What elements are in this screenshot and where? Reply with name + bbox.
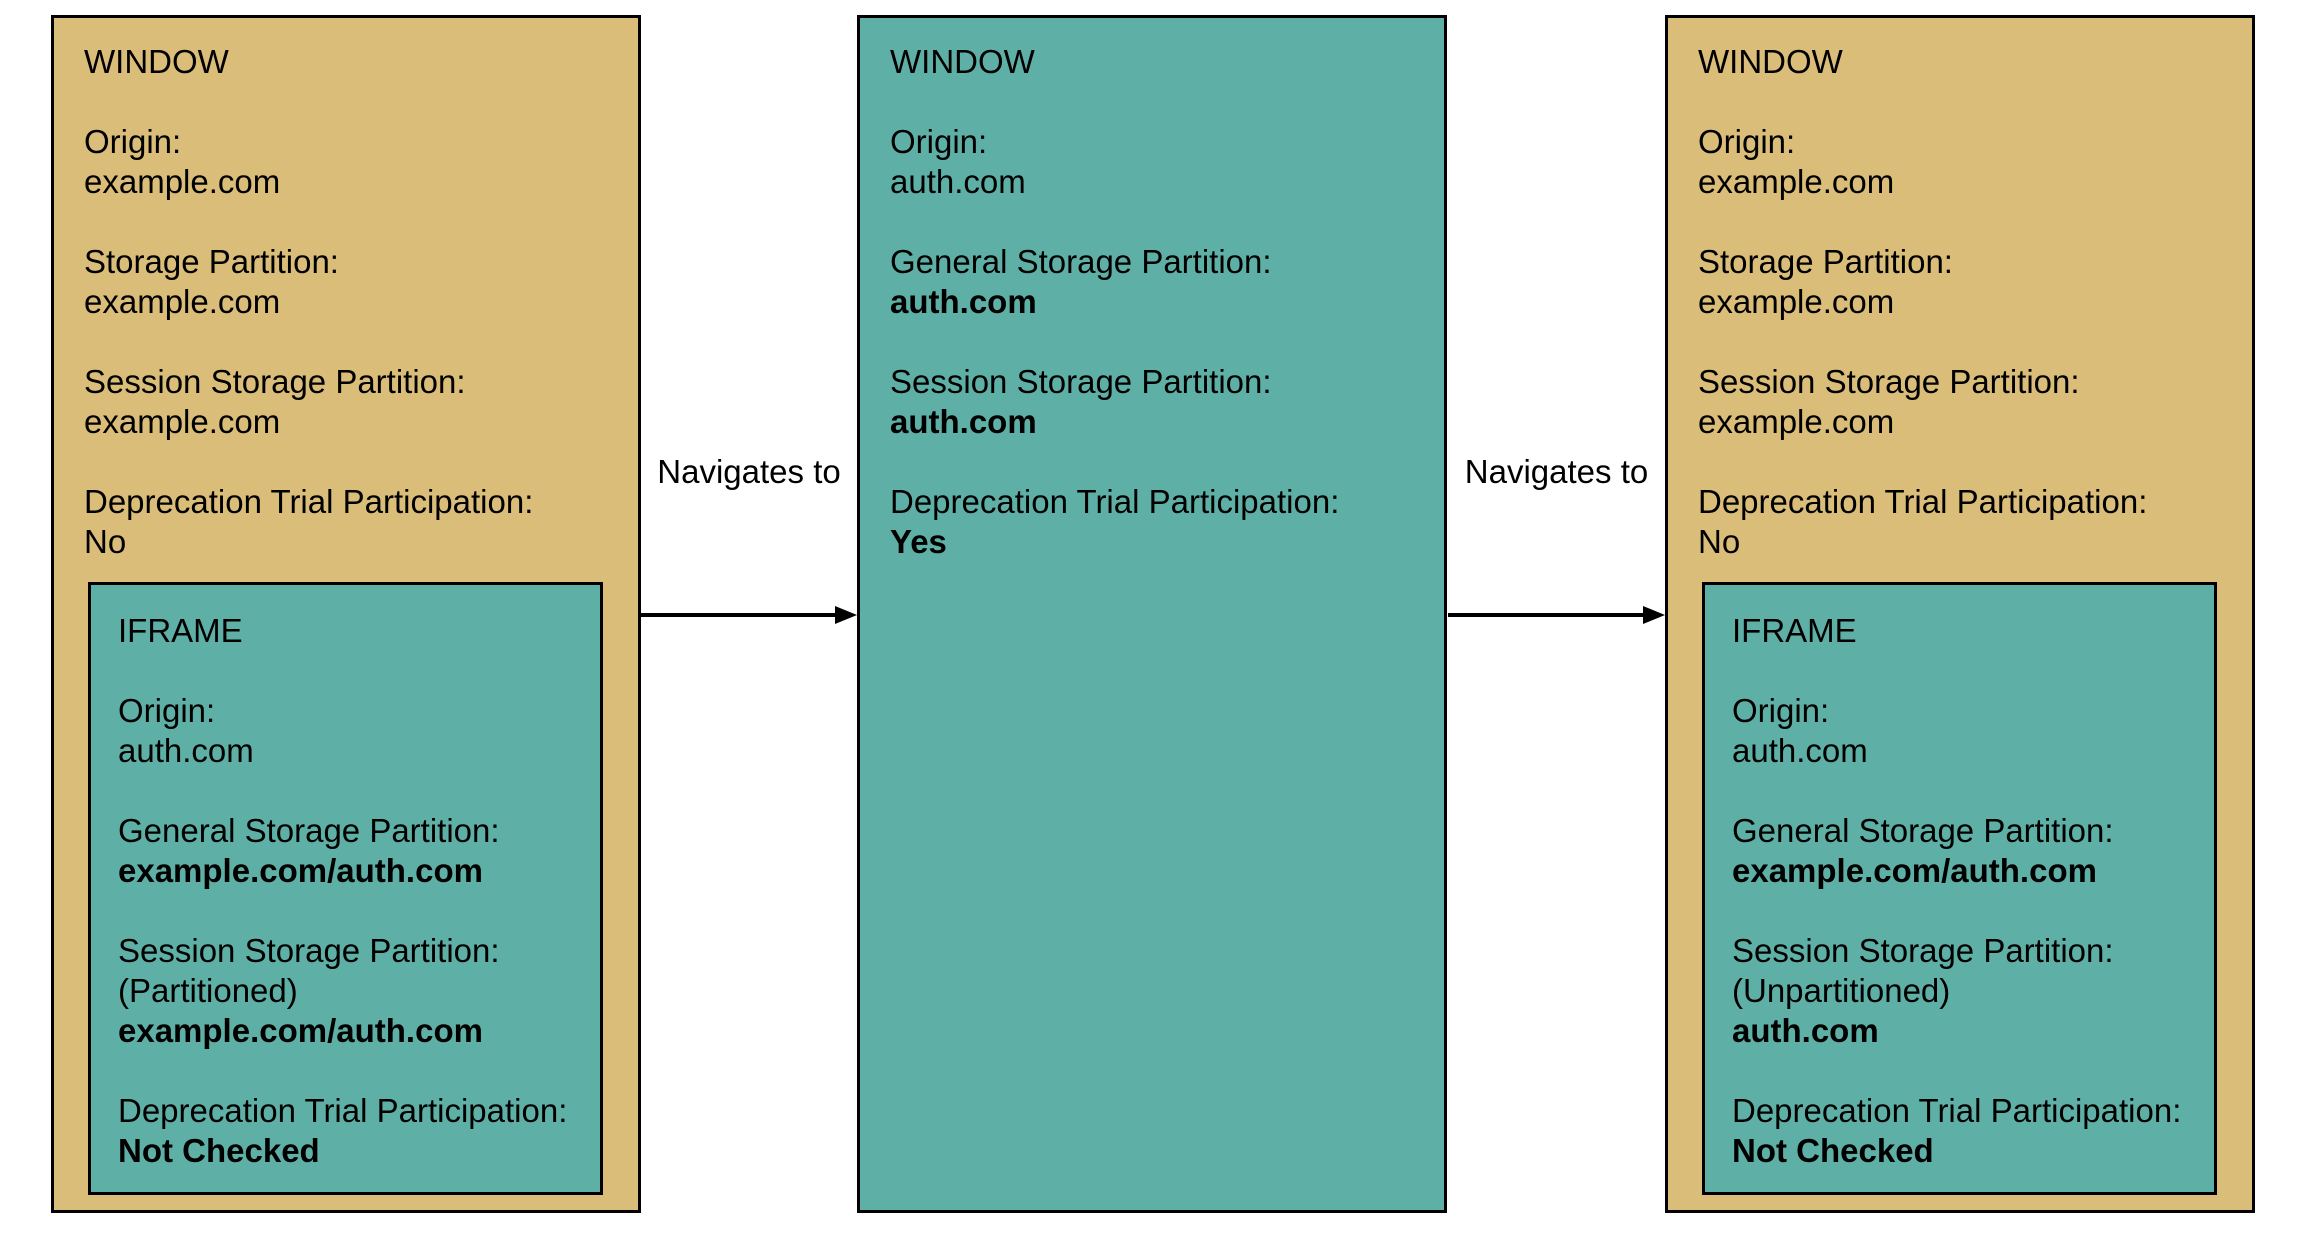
field-storage-partition: Storage Partition: example.com (84, 242, 610, 322)
field-label: General Storage Partition: (890, 243, 1272, 280)
field-label: Deprecation Trial Participation: (1732, 1092, 2182, 1129)
field-value: Yes (890, 523, 947, 560)
field-label: Origin: (84, 123, 182, 160)
field-origin: Origin: auth.com (890, 122, 1416, 202)
field-session-storage-partition: Session Storage Partition: example.com (84, 362, 610, 442)
field-deprecation-trial: Deprecation Trial Participation: No (1698, 482, 2224, 562)
field-general-storage-partition: General Storage Partition: auth.com (890, 242, 1416, 322)
field-value: auth.com (1732, 732, 1868, 769)
navigates-to-label-1: Navigates to (657, 453, 841, 490)
field-label: Storage Partition: (1698, 243, 1953, 280)
field-origin: Origin: auth.com (118, 691, 576, 771)
field-label: Deprecation Trial Participation: (890, 483, 1340, 520)
field-label: Storage Partition: (84, 243, 339, 280)
field-value: example.com (84, 163, 281, 200)
field-general-storage-partition: General Storage Partition: example.com/a… (1732, 811, 2190, 891)
field-value: auth.com (1732, 1012, 1879, 1049)
field-origin: Origin: example.com (1698, 122, 2224, 202)
field-value: No (1698, 523, 1741, 560)
field-value: example.com (84, 283, 281, 320)
field-label: Session Storage Partition: (84, 363, 466, 400)
field-label: Origin: (118, 692, 216, 729)
arrow-right-icon (835, 606, 857, 624)
iframe-box-2: IFRAME Origin: auth.com General Storage … (1702, 582, 2217, 1195)
iframe-title: IFRAME (1732, 612, 1857, 649)
field-value: example.com (1698, 403, 1895, 440)
field-value: example.com (1698, 163, 1895, 200)
field-value: auth.com (890, 163, 1026, 200)
field-label: Session Storage Partition: (118, 932, 500, 969)
field-value: Not Checked (118, 1132, 320, 1169)
field-label: General Storage Partition: (1732, 812, 2114, 849)
field-value: No (84, 523, 127, 560)
field-note: (Unpartitioned) (1732, 972, 1951, 1009)
field-label: Deprecation Trial Participation: (118, 1092, 568, 1129)
field-deprecation-trial: Deprecation Trial Participation: Not Che… (118, 1091, 576, 1171)
field-origin: Origin: auth.com (1732, 691, 2190, 771)
navigates-to-label-2: Navigates to (1464, 453, 1649, 490)
window-title: WINDOW (84, 43, 229, 80)
field-value: example.com/auth.com (118, 1012, 483, 1049)
field-general-storage-partition: General Storage Partition: example.com/a… (118, 811, 576, 891)
field-label: Deprecation Trial Participation: (1698, 483, 2148, 520)
arrow-right-icon (1643, 606, 1665, 624)
field-session-storage-partition: Session Storage Partition: (Unpartitione… (1732, 931, 2190, 1051)
field-value: example.com/auth.com (118, 852, 483, 889)
field-label: Origin: (1698, 123, 1796, 160)
field-label: Session Storage Partition: (1698, 363, 2080, 400)
window-box-2: WINDOW Origin: auth.com General Storage … (857, 15, 1447, 1213)
field-value: example.com (1698, 283, 1895, 320)
field-value: example.com (84, 403, 281, 440)
window-box-1: WINDOW Origin: example.com Storage Parti… (51, 15, 641, 1213)
field-label: Session Storage Partition: (1732, 932, 2114, 969)
window-title: WINDOW (890, 43, 1035, 80)
field-deprecation-trial: Deprecation Trial Participation: Not Che… (1732, 1091, 2190, 1171)
field-storage-partition: Storage Partition: example.com (1698, 242, 2224, 322)
field-session-storage-partition: Session Storage Partition: (Partitioned)… (118, 931, 576, 1051)
field-value: auth.com (890, 403, 1037, 440)
iframe-title: IFRAME (118, 612, 243, 649)
window-box-3: WINDOW Origin: example.com Storage Parti… (1665, 15, 2255, 1213)
field-origin: Origin: example.com (84, 122, 610, 202)
field-label: General Storage Partition: (118, 812, 500, 849)
field-deprecation-trial: Deprecation Trial Participation: Yes (890, 482, 1416, 562)
iframe-box-1: IFRAME Origin: auth.com General Storage … (88, 582, 603, 1195)
field-label: Deprecation Trial Participation: (84, 483, 534, 520)
field-deprecation-trial: Deprecation Trial Participation: No (84, 482, 610, 562)
field-label: Origin: (890, 123, 988, 160)
arrow-line-2 (1448, 613, 1645, 617)
field-value: Not Checked (1732, 1132, 1934, 1169)
field-value: auth.com (118, 732, 254, 769)
window-title: WINDOW (1698, 43, 1843, 80)
field-note: (Partitioned) (118, 972, 298, 1009)
field-session-storage-partition: Session Storage Partition: example.com (1698, 362, 2224, 442)
field-value: auth.com (890, 283, 1037, 320)
field-value: example.com/auth.com (1732, 852, 2097, 889)
field-label: Session Storage Partition: (890, 363, 1272, 400)
field-label: Origin: (1732, 692, 1830, 729)
field-session-storage-partition: Session Storage Partition: auth.com (890, 362, 1416, 442)
arrow-line-1 (641, 613, 837, 617)
